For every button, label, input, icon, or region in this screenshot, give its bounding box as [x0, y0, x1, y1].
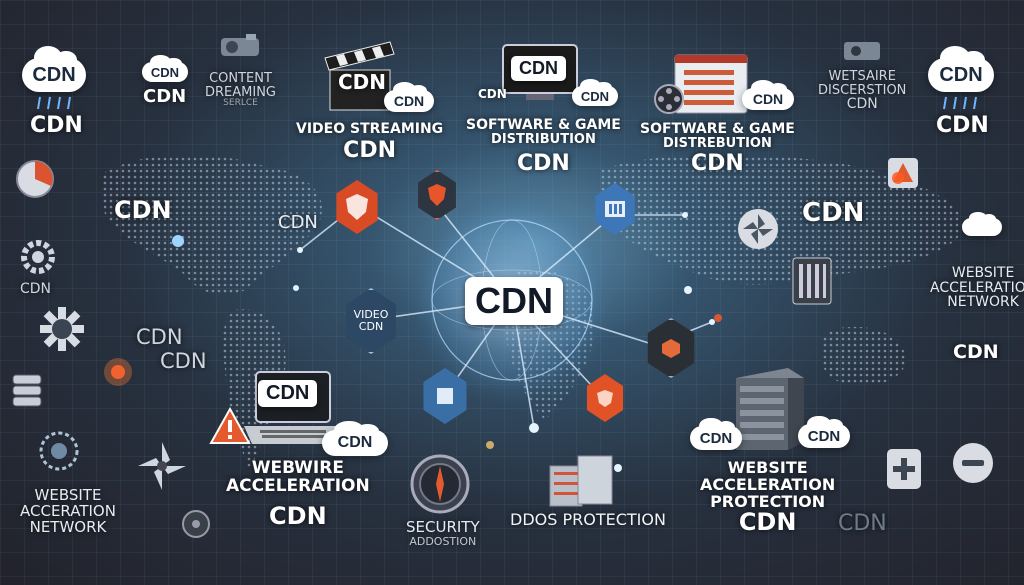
database-icon	[12, 374, 42, 407]
server-boxes-icon	[549, 455, 613, 507]
video-cdn-label: VIDEO CDN	[353, 308, 389, 333]
cdn-cloud: CDN	[572, 79, 618, 106]
webwire-acceleration-title: WEBWIRE ACCELERATION CDN	[226, 458, 370, 530]
cdn-label: CDN	[953, 341, 999, 363]
cdn-label: CDN	[802, 198, 865, 228]
cdn-label: CDN	[143, 86, 187, 107]
fan-icon	[138, 442, 186, 490]
cdn-label: CDN	[160, 349, 207, 373]
wetsaire-discerstion-title: WETSAIRE DISCERSTION CDN	[818, 69, 907, 113]
cdn-cloud: CDN	[798, 415, 850, 448]
video-streaming-title: VIDEO STREAMING CDN	[296, 121, 444, 163]
cdn-cloud-top-right: CDN	[928, 46, 994, 92]
cloud-rain-icon	[943, 96, 977, 110]
laptop-cdn-label: CDN	[258, 380, 318, 407]
security-title: SECURITY ADDOSTION	[406, 518, 480, 548]
warning-icon	[209, 406, 251, 444]
film-reel-icon	[654, 84, 684, 114]
cloud-rain-icon	[37, 96, 71, 110]
minus-circle-icon	[953, 443, 993, 483]
fan-circle-icon	[738, 209, 778, 249]
server-hex-icon	[647, 318, 695, 378]
server-rack-icon	[792, 257, 832, 305]
cdn-label: CDN	[136, 325, 183, 349]
cdn-cloud: CDN	[322, 420, 388, 456]
gear-icon	[21, 240, 55, 274]
cdn-cloud-small: CDN	[142, 55, 188, 82]
globe-node-icon	[39, 431, 79, 471]
browser-window-icon	[674, 54, 748, 114]
cdn-label: CDN	[278, 212, 318, 233]
cdn-label: CDN	[478, 87, 507, 101]
continent-eurasia	[600, 154, 963, 285]
center-cdn-label: CDN	[465, 277, 563, 325]
cube-hex-icon	[423, 368, 467, 424]
shield-hex-icon	[586, 374, 624, 422]
website-acceleration-protection-title: WEBSITE ACCELERATION PROTECTION CDN	[700, 458, 836, 537]
cdn-cloud: CDN	[690, 417, 742, 450]
cdn-cloud-top-left: CDN	[22, 46, 86, 92]
compass-icon	[410, 454, 470, 514]
projector-icon	[221, 34, 259, 56]
software-game-distrebution-title: SOFTWARE & GAME DISTREBUTION CDN	[640, 121, 795, 177]
cdn-screen-label: CDN	[511, 56, 566, 81]
plus-card-icon	[887, 449, 921, 489]
cdn-cloud: CDN	[742, 80, 794, 110]
ddos-protection-title: DDOS PROTECTION	[510, 510, 666, 529]
cdn-label: CDN	[936, 113, 989, 138]
software-game-distribution-title: SOFTWARE & GAME DISTRIBUTION CDN	[466, 117, 621, 177]
pie-chart-icon	[16, 160, 54, 198]
content-dreaming-title: CONTENT DREAMING SERLCE	[205, 71, 276, 109]
cloud-icon	[962, 211, 1002, 236]
cdn-label: CDN	[114, 196, 172, 224]
cdn-label: CDN	[338, 70, 387, 94]
camera-icon	[844, 42, 880, 60]
cdn-faded-label: CDN	[838, 511, 887, 536]
continent-north-america	[100, 154, 322, 295]
film-reel-icon	[182, 510, 210, 538]
website-acceleration-network-title: WEBSITE ACCELERATION NETWORK	[930, 265, 1024, 311]
cdn-label: CDN	[20, 281, 52, 297]
continent-australia	[820, 326, 906, 386]
clapperboard-icon	[324, 41, 395, 111]
server-hex-icon	[595, 183, 635, 235]
cdn-label: CDN	[30, 113, 83, 138]
settings-gear-icon	[40, 307, 84, 351]
website-acceration-network-title: WEBSITE ACCERATION NETWORK	[20, 486, 116, 536]
cdn-cloud: CDN	[384, 82, 434, 112]
